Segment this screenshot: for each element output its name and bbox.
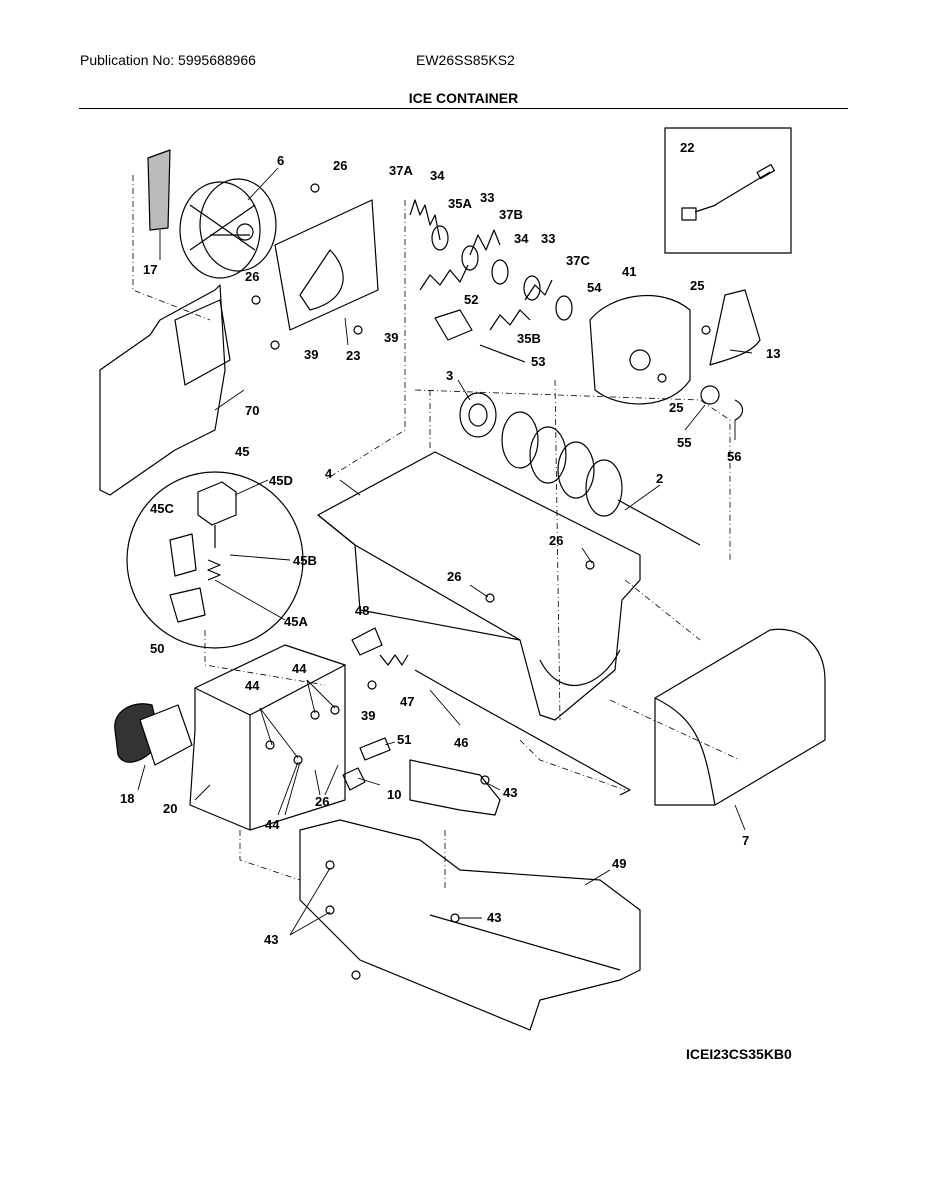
label-33-a: 33: [480, 190, 494, 205]
part-48-bracket: [351, 627, 383, 656]
label-34-b: 34: [514, 231, 529, 246]
label-56: 56: [727, 449, 741, 464]
label-45c: 45C: [150, 501, 174, 516]
label-45b: 45B: [293, 553, 317, 568]
label-51: 51: [397, 732, 411, 747]
label-34-a: 34: [430, 168, 445, 183]
part-20-bracket: [189, 644, 346, 831]
part-13-chute: [709, 289, 761, 366]
part-41-motor-cover: [589, 294, 691, 405]
label-26-b: 26: [245, 269, 259, 284]
label-37a: 37A: [389, 163, 413, 178]
part-6-wheel: [179, 178, 277, 279]
part-3-auger-drive: [459, 392, 497, 438]
label-25-a: 25: [690, 278, 704, 293]
label-13: 13: [766, 346, 780, 361]
label-35a: 35A: [448, 196, 472, 211]
label-55: 55: [677, 435, 691, 450]
label-10: 10: [387, 787, 401, 802]
part-51-pin: [359, 737, 391, 761]
label-43-a: 43: [503, 785, 517, 800]
label-26-c: 26: [549, 533, 563, 548]
label-45d: 45D: [269, 473, 293, 488]
page-title: ICE CONTAINER: [408, 90, 519, 106]
label-6: 6: [277, 153, 284, 168]
label-33-b: 33: [541, 231, 555, 246]
assembly-guide-lines: [132, 175, 741, 890]
part-number-labels: 6 26 37A 34 35A 33 37B 34 33 37C 41 25 5…: [120, 140, 780, 947]
label-4: 4: [325, 466, 333, 481]
label-18: 18: [120, 791, 134, 806]
label-45: 45: [235, 444, 249, 459]
label-37c: 37C: [566, 253, 590, 268]
label-39-a: 39: [304, 347, 318, 362]
part-49-tray: [299, 819, 641, 1031]
part-18-motor: [114, 703, 193, 766]
label-37b: 37B: [499, 207, 523, 222]
part-7-front-cover: [654, 628, 826, 806]
label-39-b: 39: [384, 330, 398, 345]
springs-group: [409, 199, 553, 331]
inset-box-part-22: [664, 127, 792, 254]
part-46-rod: [414, 669, 631, 796]
label-44-b: 44: [245, 678, 260, 693]
label-48: 48: [355, 603, 369, 618]
label-43-c: 43: [264, 932, 278, 947]
label-26-e: 26: [315, 794, 329, 809]
label-44-c: 44: [265, 817, 280, 832]
part-70-housing: [99, 284, 231, 496]
label-49: 49: [612, 856, 626, 871]
part-17-foam-strip: [147, 149, 171, 231]
label-35b: 35B: [517, 331, 541, 346]
label-17: 17: [143, 262, 157, 277]
parts-55-56-rings: [700, 385, 744, 421]
part-43-plate: [409, 759, 501, 816]
label-2: 2: [656, 471, 663, 486]
screws-group: [251, 183, 711, 980]
label-26-d: 26: [447, 569, 461, 584]
label-53: 53: [531, 354, 545, 369]
part-2-auger-coil: [501, 411, 701, 546]
label-43-b: 43: [487, 910, 501, 925]
model-number: EW26SS85KS2: [416, 52, 515, 68]
label-41: 41: [622, 264, 636, 279]
part-4-ice-bucket: [317, 451, 641, 721]
gears-group: [431, 225, 573, 321]
label-22: 22: [680, 140, 694, 155]
label-70: 70: [245, 403, 259, 418]
label-20: 20: [163, 801, 177, 816]
part-52-switch: [434, 309, 473, 341]
header-rule: [79, 108, 848, 109]
label-23: 23: [346, 348, 360, 363]
part-23-mounting-plate: [274, 199, 379, 331]
label-47: 47: [400, 694, 414, 709]
label-52: 52: [464, 292, 478, 307]
label-50: 50: [150, 641, 164, 656]
label-46: 46: [454, 735, 468, 750]
label-54: 54: [587, 280, 602, 295]
label-39-c: 39: [361, 708, 375, 723]
inset-circle-part-45: [126, 471, 304, 649]
label-3: 3: [446, 368, 453, 383]
label-45a: 45A: [284, 614, 308, 629]
part-47-spring: [379, 654, 409, 666]
label-44-a: 44: [292, 661, 307, 676]
label-7: 7: [742, 833, 749, 848]
label-26-a: 26: [333, 158, 347, 173]
label-25-b: 25: [669, 400, 683, 415]
publication-number: Publication No: 5995688966: [80, 52, 256, 68]
diagram-code: ICEI23CS35KB0: [686, 1046, 792, 1062]
leader-lines: [137, 167, 753, 936]
part-53-rod: [479, 344, 526, 363]
part-10-lever: [342, 767, 366, 791]
